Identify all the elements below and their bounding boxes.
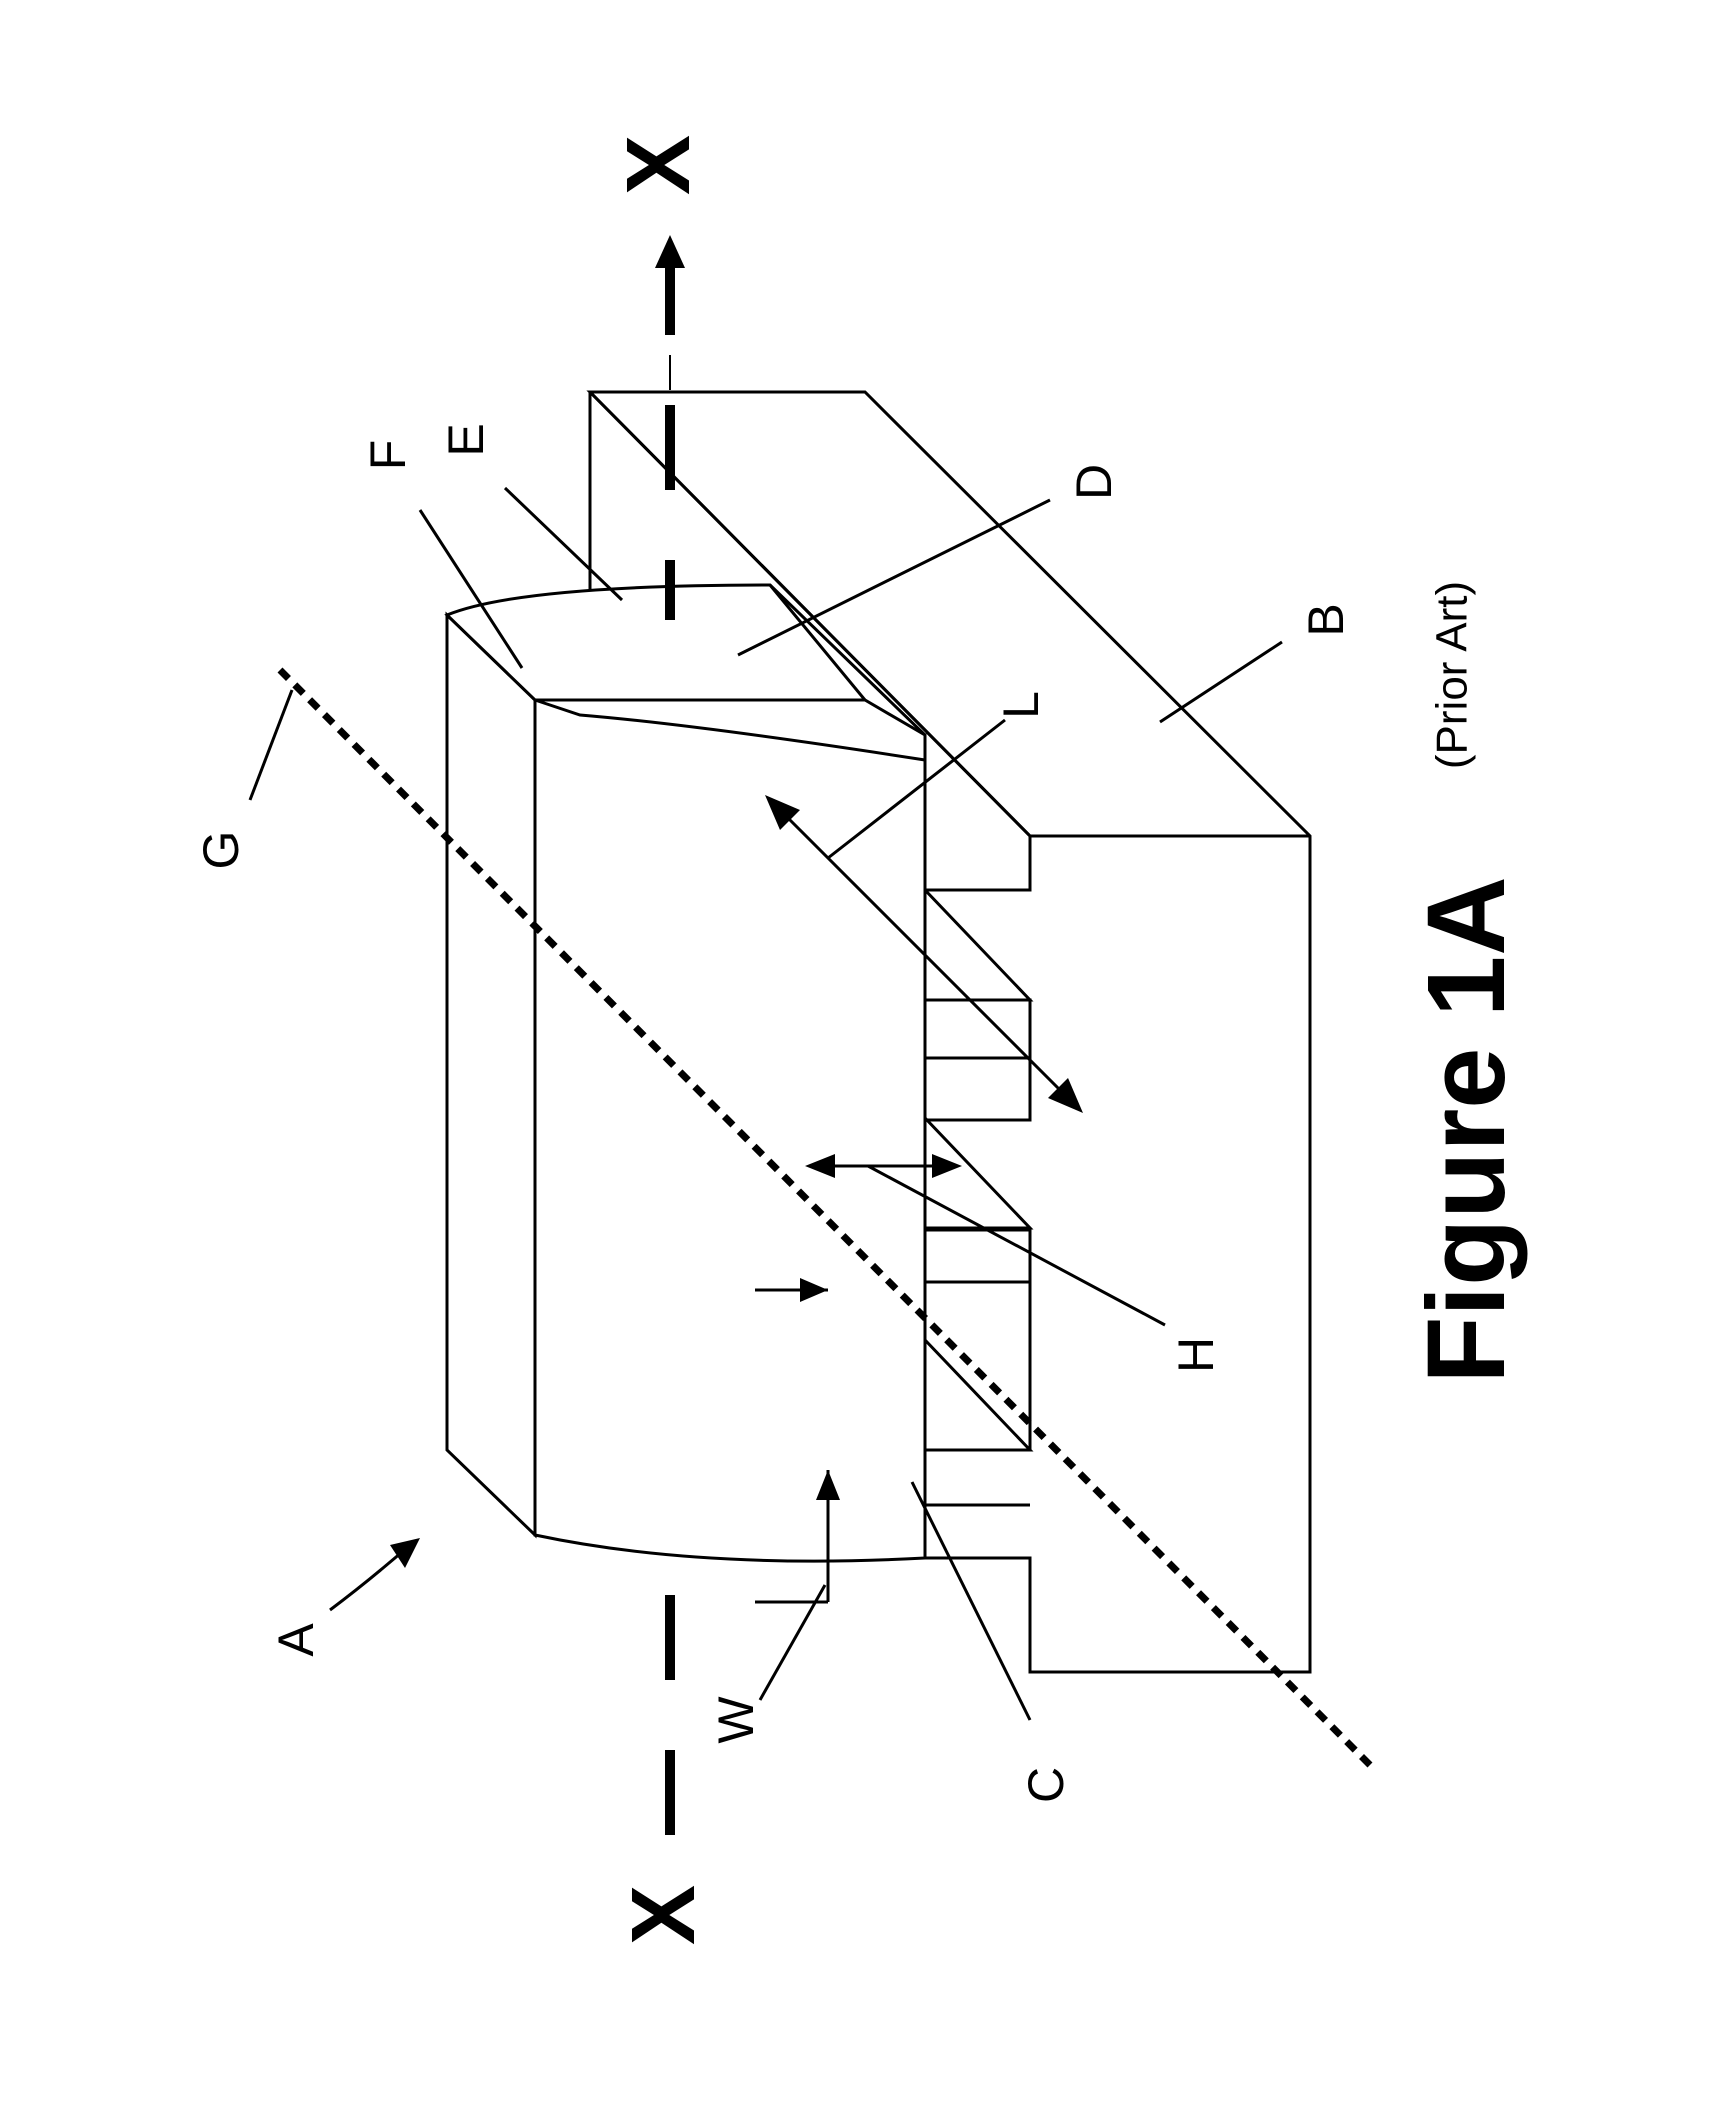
- leader-e: [505, 488, 622, 600]
- leader-g: [250, 690, 292, 800]
- svg-text:A: A: [268, 1623, 324, 1657]
- svg-text:D: D: [1066, 464, 1122, 500]
- label-a-arrow: [330, 1538, 420, 1610]
- svg-text:H: H: [1168, 1337, 1224, 1373]
- svg-text:(Prior Art): (Prior Art): [1428, 581, 1477, 769]
- label-h: H: [1168, 1337, 1224, 1373]
- figure-subtitle: (Prior Art): [1428, 581, 1477, 769]
- label-c: C: [1018, 1767, 1074, 1803]
- label-w: W: [708, 1696, 764, 1744]
- label-x-right: X: [609, 135, 709, 195]
- svg-text:X: X: [614, 1885, 714, 1945]
- label-l: L: [993, 691, 1049, 719]
- svg-text:X: X: [609, 135, 709, 195]
- leader-b: [1160, 642, 1282, 722]
- label-x-left: X: [614, 1885, 714, 1945]
- x-axis-arrowhead: [655, 235, 685, 268]
- label-e: E: [438, 423, 494, 456]
- svg-text:L: L: [993, 691, 1049, 719]
- svg-text:B: B: [1298, 603, 1354, 636]
- figure-title: Figure 1A: [1405, 876, 1528, 1383]
- svg-text:Figure 1A: Figure 1A: [1405, 876, 1528, 1383]
- label-f: F: [360, 440, 416, 471]
- label-d: D: [1066, 464, 1122, 500]
- svg-text:W: W: [708, 1696, 764, 1744]
- svg-text:E: E: [438, 423, 494, 456]
- svg-text:C: C: [1018, 1767, 1074, 1803]
- label-b: B: [1298, 603, 1354, 636]
- label-g: G: [193, 831, 249, 870]
- label-a: A: [268, 1623, 324, 1657]
- svg-text:G: G: [193, 831, 249, 870]
- svg-text:F: F: [360, 440, 416, 471]
